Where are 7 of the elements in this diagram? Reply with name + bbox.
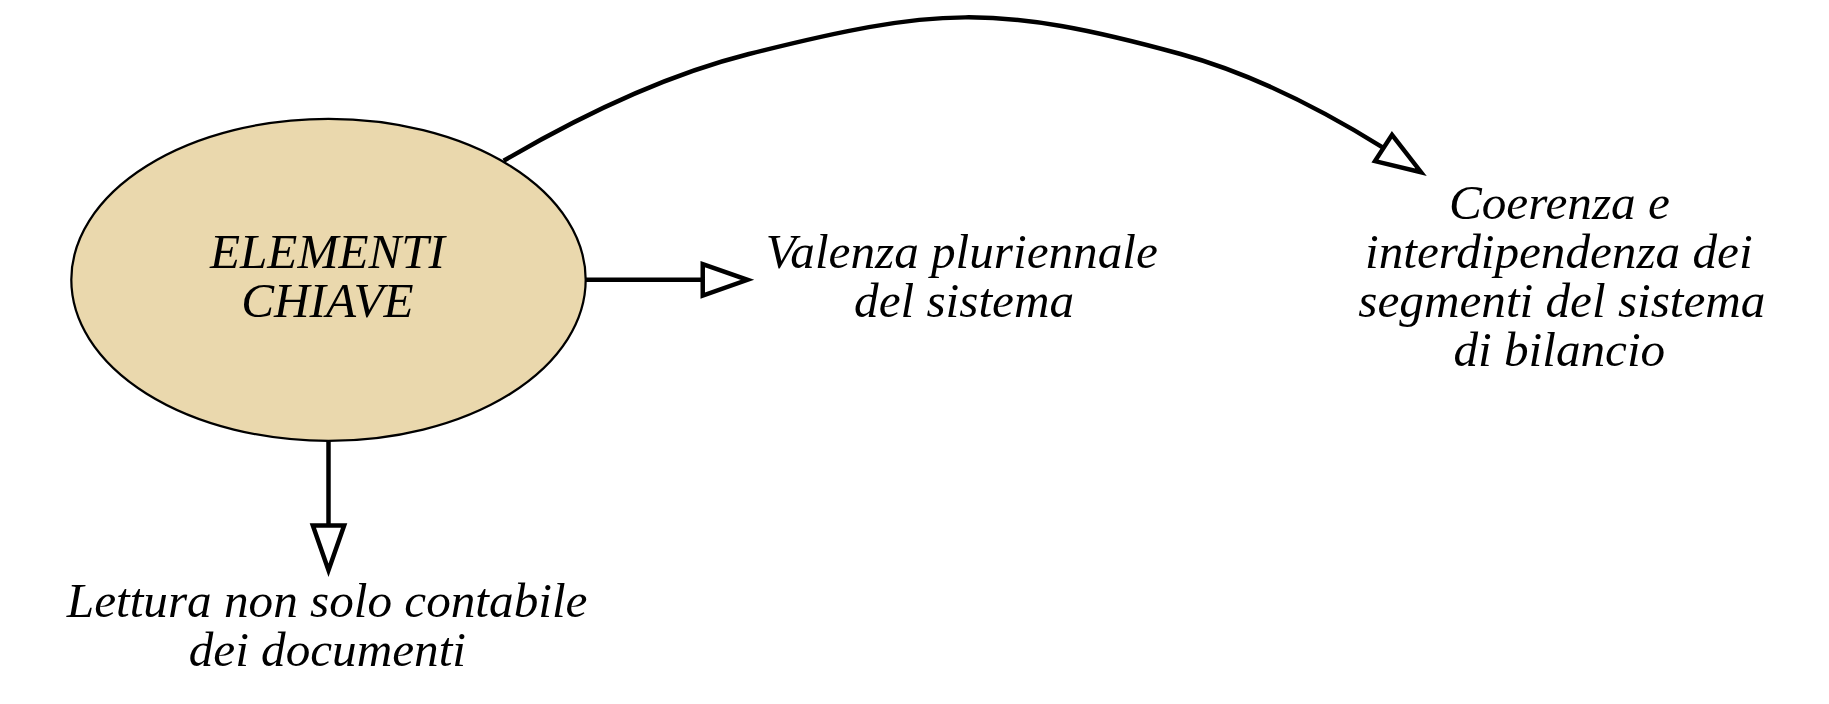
node-ellipse: ELEMENTI CHIAVE <box>69 117 587 442</box>
node-text: Lettura non solo contabile dei documenti <box>66 572 587 677</box>
node-text: Coerenza e interdipendenza dei segmenti del sistema di bilancio <box>1357 174 1765 378</box>
arrow <box>309 441 347 577</box>
node-text: Valenza pluriennale del sistema <box>765 223 1158 328</box>
arrow <box>585 261 754 299</box>
arrow <box>502 15 1427 176</box>
